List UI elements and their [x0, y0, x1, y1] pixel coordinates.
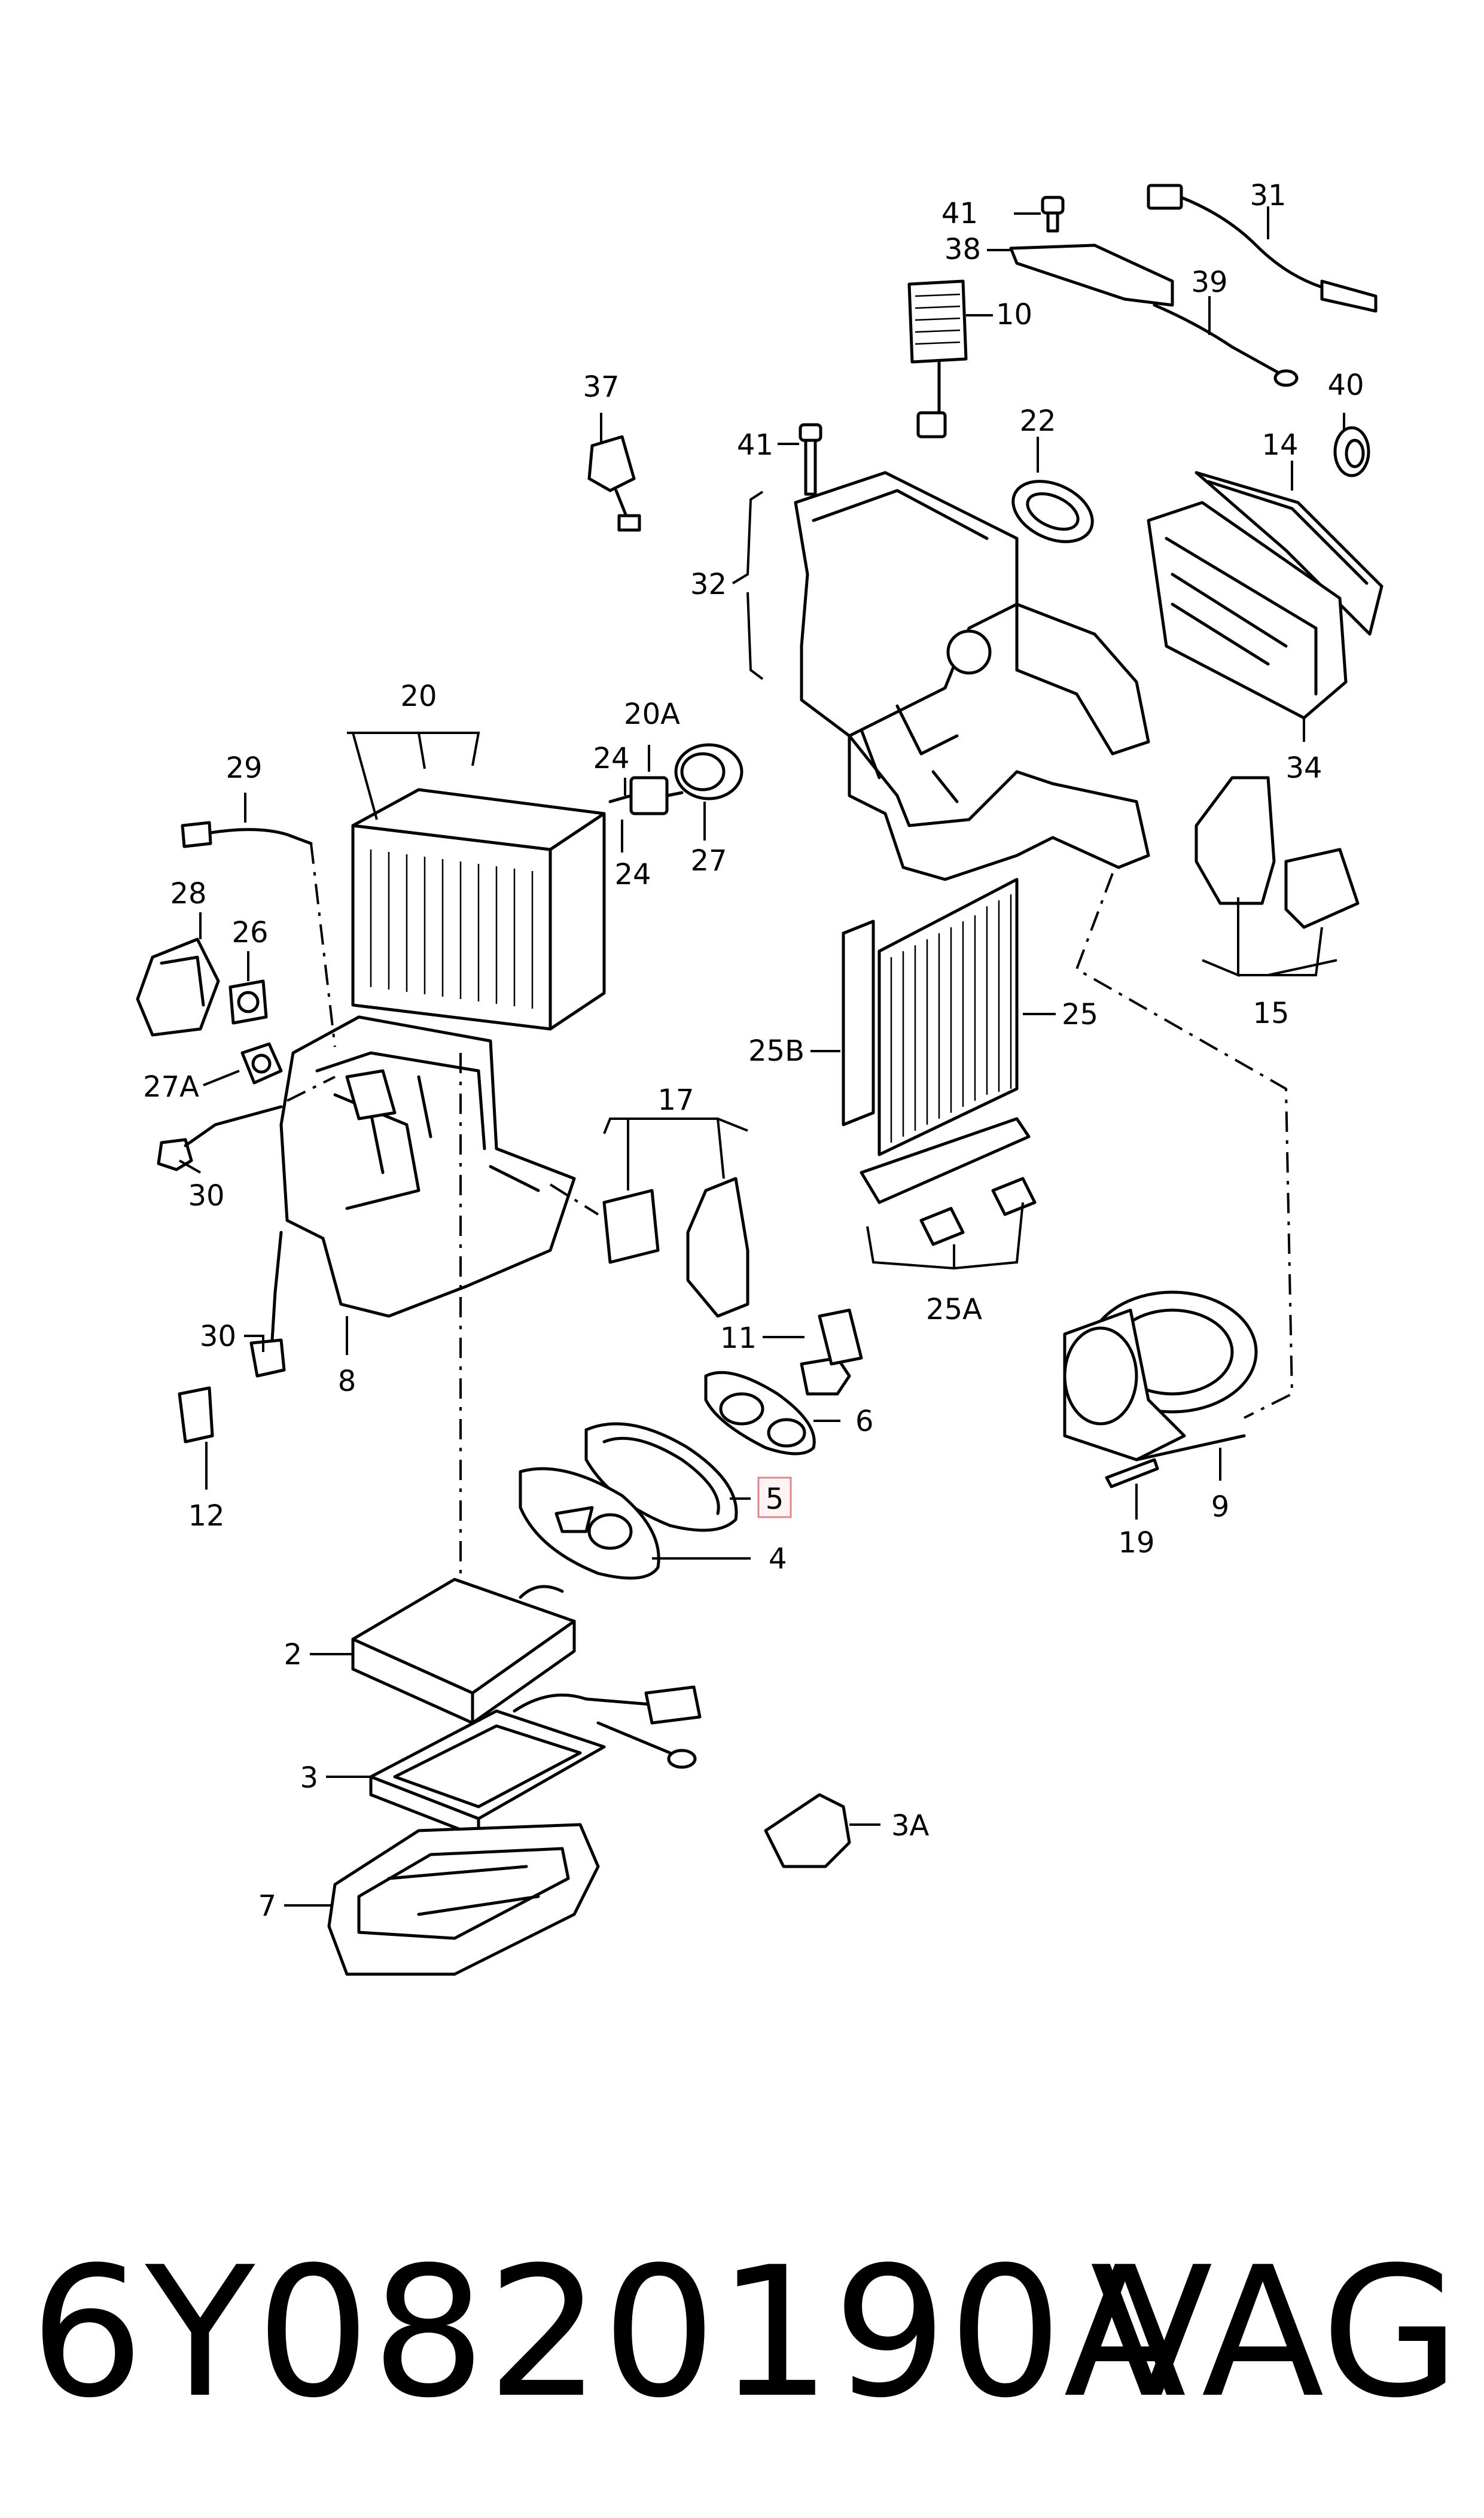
- callout-26: 26: [231, 916, 268, 949]
- screw-19: [1105, 1458, 1159, 1488]
- callout-24-upper: 24: [593, 742, 629, 775]
- callout-32: 32: [690, 568, 727, 601]
- screw-41-top: [1041, 196, 1065, 233]
- callout-17: 17: [657, 1083, 694, 1117]
- sensor-cable-29: [181, 821, 313, 848]
- callout-25B: 25B: [748, 1034, 805, 1068]
- ring-22: [1011, 480, 1094, 543]
- callout-34: 34: [1285, 751, 1322, 785]
- expansion-valve-20A: [608, 776, 684, 815]
- callout-14: 14: [1261, 428, 1298, 462]
- cover-28: [136, 937, 220, 1037]
- grommet-40: [1333, 426, 1370, 477]
- part-number: 6Y0820190A: [30, 2228, 1188, 2437]
- heater-core-2: [351, 1578, 576, 1725]
- callout-4: 4: [769, 1542, 787, 1576]
- callout-3: 3: [300, 1761, 318, 1795]
- actuator-37: [587, 435, 641, 532]
- callout-28: 28: [170, 877, 206, 911]
- heater-housing-8: [279, 1015, 576, 1318]
- connector-11: [800, 1308, 863, 1396]
- callout-40: 40: [1327, 369, 1364, 402]
- callout-39: 39: [1191, 266, 1227, 299]
- sensor-30-bottom: [249, 1231, 286, 1378]
- callout-20A: 20A: [624, 698, 680, 731]
- callout-20: 20: [400, 680, 437, 713]
- callout-19: 19: [1118, 1526, 1154, 1560]
- callout-22: 22: [1019, 404, 1056, 438]
- callout-2: 2: [284, 1638, 302, 1671]
- gear-27A: [240, 1042, 283, 1085]
- pollen-filter-25B: [842, 919, 875, 1126]
- callout-3A: 3A: [891, 1809, 930, 1843]
- flange-4: [519, 1467, 660, 1580]
- cable-harness: [513, 1685, 702, 1769]
- callout-5-highlight: [757, 1476, 792, 1518]
- gasket-6: [704, 1371, 816, 1456]
- resistor-module-17: [602, 1177, 749, 1318]
- callout-27A: 27A: [143, 1070, 199, 1104]
- sensor-30-top: [157, 1105, 283, 1171]
- callout-12: 12: [188, 1499, 224, 1533]
- callout-38: 38: [944, 233, 981, 266]
- tray-7: [327, 1823, 600, 1976]
- callout-24-lower: 24: [614, 858, 651, 891]
- clip-12: [178, 1386, 214, 1444]
- callout-41-top: 41: [941, 197, 978, 230]
- callout-25A: 25A: [926, 1293, 982, 1326]
- flap-motor-15: [1194, 776, 1360, 929]
- duct-strip-38: [1009, 243, 1174, 307]
- callout-10: 10: [996, 298, 1032, 331]
- exploded-parts-diagram: 41 38 10 31 39 37 41 22 40 14 32 34 20 2…: [136, 179, 1384, 1976]
- temperature-sensor-39: [1153, 303, 1299, 387]
- upper-housing-32: [794, 471, 1150, 881]
- screw-41-mid: [799, 423, 822, 496]
- servo-26: [228, 979, 268, 1025]
- callout-29: 29: [226, 751, 262, 785]
- resistor-card-10: [907, 279, 968, 439]
- seal-27: [674, 743, 743, 800]
- callout-7: 7: [258, 1889, 276, 1923]
- callout-41-mid: 41: [737, 428, 773, 462]
- callout-5: 5: [766, 1482, 784, 1516]
- sensor-cable-31: [1147, 184, 1378, 313]
- pollen-filter-25: [877, 878, 1019, 1156]
- callout-31: 31: [1250, 179, 1286, 212]
- filter-housing-34: [1147, 501, 1348, 720]
- callout-27: 27: [690, 844, 727, 878]
- callout-11: 11: [720, 1322, 757, 1355]
- filter-3: [369, 1709, 606, 1838]
- callout-25: 25: [1062, 998, 1098, 1031]
- callout-8: 8: [338, 1365, 356, 1398]
- footer: 6Y0820190A VAG: [0, 2225, 1484, 2477]
- callout-15: 15: [1253, 997, 1289, 1030]
- callout-30-upper: 30: [188, 1179, 224, 1213]
- filter-holder-25A: [860, 1117, 1037, 1246]
- callout-6: 6: [855, 1405, 874, 1438]
- callout-9: 9: [1211, 1490, 1230, 1524]
- blower-motor-9: [1063, 1290, 1258, 1462]
- evaporator-20: [351, 788, 606, 1031]
- callout-30-lower: 30: [200, 1320, 236, 1353]
- brand-label: VAG: [1090, 2228, 1460, 2437]
- cover-3A: [764, 1793, 851, 1868]
- callout-37: 37: [583, 370, 619, 404]
